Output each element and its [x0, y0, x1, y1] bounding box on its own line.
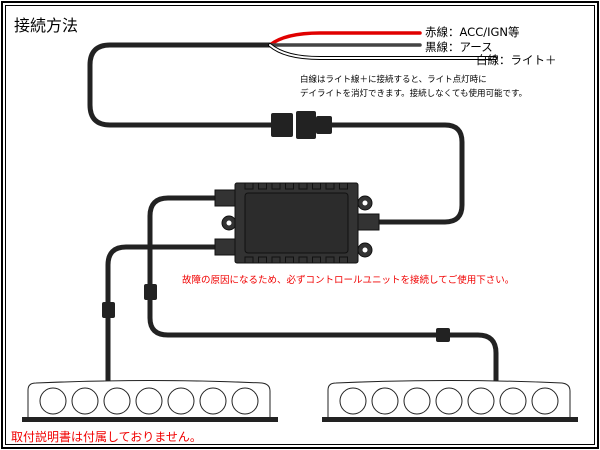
led-lens — [531, 387, 559, 415]
led-lens — [371, 387, 399, 415]
inline-connector — [271, 111, 332, 139]
heat-fin — [271, 256, 281, 264]
connector-bottom-cable — [436, 328, 450, 342]
power-cable — [87, 42, 275, 128]
heat-fin — [244, 256, 254, 264]
heat-fin — [339, 182, 348, 190]
heat-fin — [325, 256, 335, 264]
white-wire-note-1: 白線はライト線＋に接続すると、ライト点灯時に — [300, 75, 487, 85]
heat-fin — [285, 256, 294, 264]
connector-right-cable — [144, 284, 157, 300]
red-wire-label: 赤線：ACC/IGN等 — [425, 25, 520, 39]
heat-fin — [312, 256, 321, 264]
led-lens — [199, 387, 227, 415]
heat-fin — [258, 182, 267, 190]
white-wire-note-2: デイライトを消灯できます。接続しなくても使用可能です。 — [300, 89, 528, 99]
unit-to-connector-cable — [327, 122, 465, 225]
right-daytime-light — [322, 380, 578, 422]
led-lens — [467, 387, 495, 415]
left-light-cable — [105, 244, 221, 385]
led-lens — [135, 387, 163, 415]
left-daytime-light — [22, 380, 278, 422]
heat-fin — [325, 182, 335, 190]
led-lens — [167, 387, 195, 415]
right-light-cable — [147, 195, 499, 385]
black-wire-label: 黒線：アース — [425, 40, 493, 54]
heat-fin — [271, 182, 281, 190]
heat-fin — [258, 256, 267, 264]
led-lens — [231, 387, 259, 415]
led-lens — [339, 387, 367, 415]
white-wire-label: 白線：ライト＋ — [476, 53, 557, 67]
led-lens — [435, 387, 463, 415]
heat-fin — [298, 256, 308, 264]
heat-fin — [312, 182, 321, 190]
heat-fin — [244, 182, 254, 190]
inner-frame — [5, 5, 595, 445]
red-wire — [268, 31, 422, 47]
warning-text: 故障の原因になるため、必ずコントロールユニットを接続してご使用下さい。 — [182, 275, 515, 286]
heat-fin — [339, 256, 348, 264]
footer-note: 取付説明書は付属しておりません。 — [11, 430, 202, 444]
led-lens — [103, 387, 131, 415]
heat-fin — [298, 182, 308, 190]
heat-fin — [285, 182, 294, 190]
led-lens — [499, 387, 527, 415]
led-lens — [403, 387, 431, 415]
page-title: 接続方法 — [14, 16, 79, 35]
white-wire — [269, 44, 496, 59]
control-unit — [214, 182, 380, 264]
led-lens — [71, 387, 99, 415]
led-lens — [39, 387, 67, 415]
connector-left-cable — [102, 302, 115, 318]
